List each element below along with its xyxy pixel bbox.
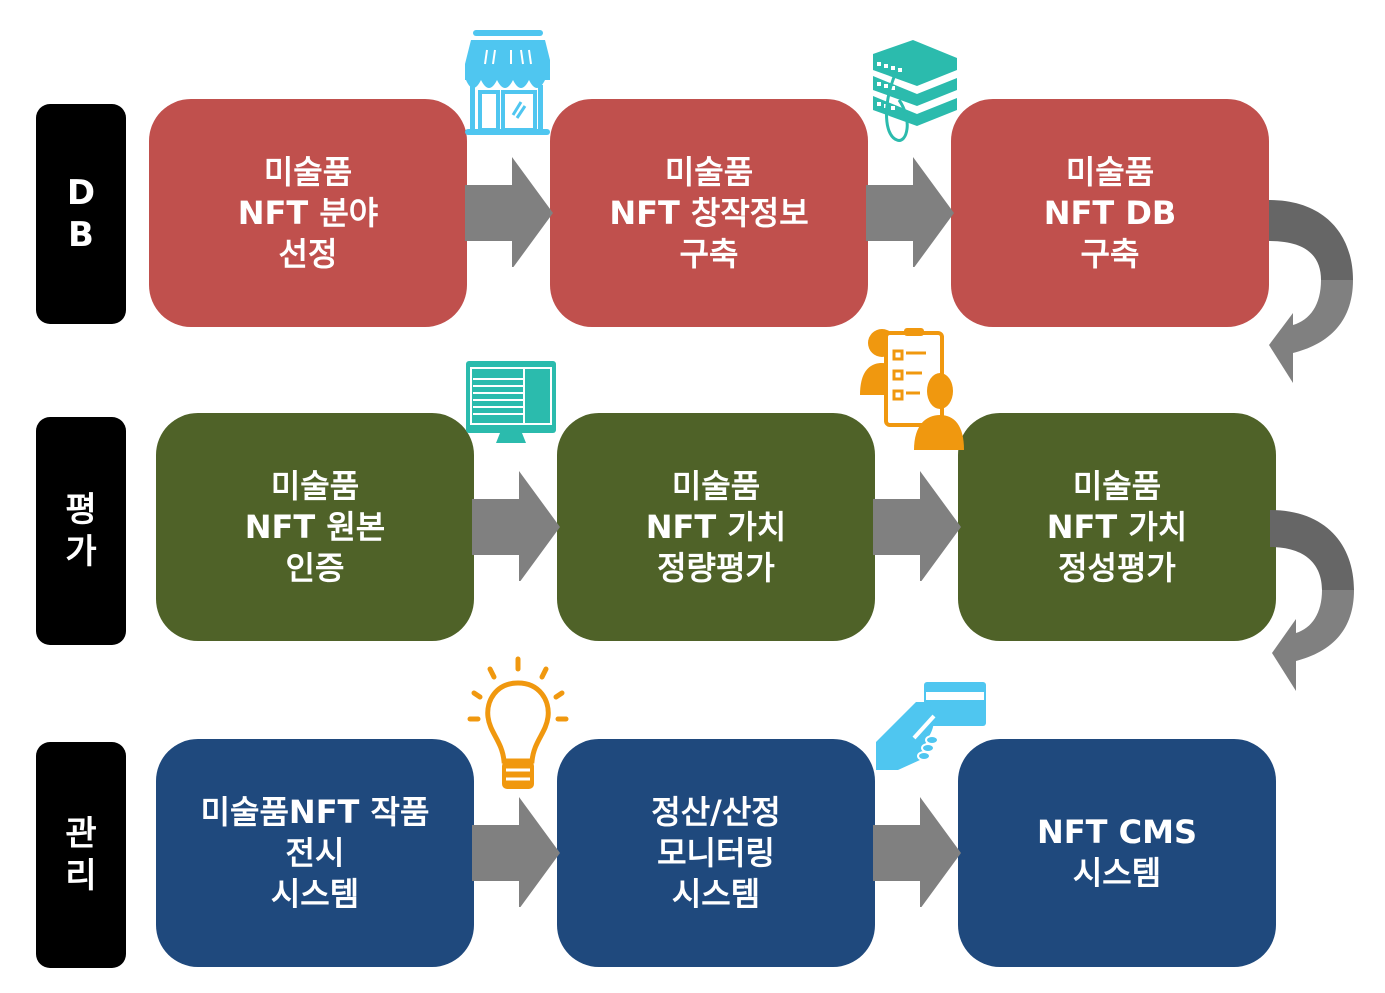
step-line: 시스템 (671, 874, 761, 913)
step-line: 미술품 (1065, 152, 1155, 191)
store-icon (465, 30, 550, 135)
step-line: NFT 창작정보 (609, 193, 809, 232)
step-line: NFT DB (1043, 193, 1177, 232)
step-line: 정량평가 (657, 548, 775, 587)
step-line: NFT 가치 (1046, 507, 1188, 546)
step-line: 구축 (679, 234, 739, 273)
step-box-db-build: 미술품 NFT DB 구축 (951, 99, 1269, 327)
flow-arrow-right (465, 157, 553, 267)
flow-arrow-right (472, 797, 560, 907)
step-box-original-auth: 미술품 NFT 원본 인증 (156, 413, 474, 641)
step-box-quantitative-eval: 미술품 NFT 가치 정량평가 (557, 413, 875, 641)
step-line: 미술품 (1072, 466, 1162, 505)
step-line: NFT 원본 (244, 507, 386, 546)
curved-arrow-down (1270, 510, 1354, 691)
step-line: 인증 (285, 548, 345, 587)
row-label-text: 가 (65, 532, 97, 572)
step-line: 선정 (278, 234, 338, 273)
step-box-cms-system: NFT CMS 시스템 (958, 739, 1276, 967)
step-line: 시스템 (270, 874, 360, 913)
step-box-field-selection: 미술품 NFT 분야 선정 (149, 99, 467, 327)
flow-arrow-right (873, 797, 961, 907)
step-box-qualitative-eval: 미술품 NFT 가치 정성평가 (958, 413, 1276, 641)
row-label-evaluation: 평 가 (36, 417, 126, 645)
server-stack-icon (873, 40, 957, 142)
step-box-creation-info: 미술품 NFT 창작정보 구축 (550, 99, 868, 327)
flow-arrow-right (472, 471, 560, 581)
step-line: NFT CMS (1037, 813, 1197, 851)
row-label-text: 관 (65, 814, 97, 854)
step-line: 미술품 (270, 466, 360, 505)
step-line: 모니터링 (657, 833, 775, 872)
step-line: NFT 분야 (237, 193, 379, 232)
step-line: 미술품NFT 작품 (200, 792, 430, 831)
row-label-text: 리 (65, 856, 97, 896)
step-line: 정성평가 (1058, 548, 1176, 587)
lightbulb-icon (467, 656, 569, 789)
step-box-exhibition-system: 미술품NFT 작품 전시 시스템 (156, 739, 474, 967)
row-label-db: D B (36, 104, 126, 324)
step-line: 미술품 (263, 152, 353, 191)
card-payment-icon (876, 682, 986, 770)
flow-arrow-right (873, 471, 961, 581)
step-line: 미술품 (671, 466, 761, 505)
curved-arrow-down (1269, 200, 1353, 383)
step-line: 전시 (285, 833, 345, 872)
checklist-users-icon (860, 328, 964, 450)
row-label-management: 관 리 (36, 742, 126, 968)
step-line: 정산/산정 (651, 792, 781, 831)
step-line: 시스템 (1072, 854, 1162, 892)
row-label-text: 평 (65, 490, 97, 530)
flow-arrow-right (866, 157, 954, 267)
step-line: 미술품 (664, 152, 754, 191)
step-line: NFT 가치 (645, 507, 787, 546)
step-box-settlement-monitoring: 정산/산정 모니터링 시스템 (557, 739, 875, 967)
step-line: 구축 (1080, 234, 1140, 273)
row-label-text: D (66, 173, 96, 213)
row-label-text: B (68, 215, 94, 255)
monitor-icon (466, 361, 556, 443)
